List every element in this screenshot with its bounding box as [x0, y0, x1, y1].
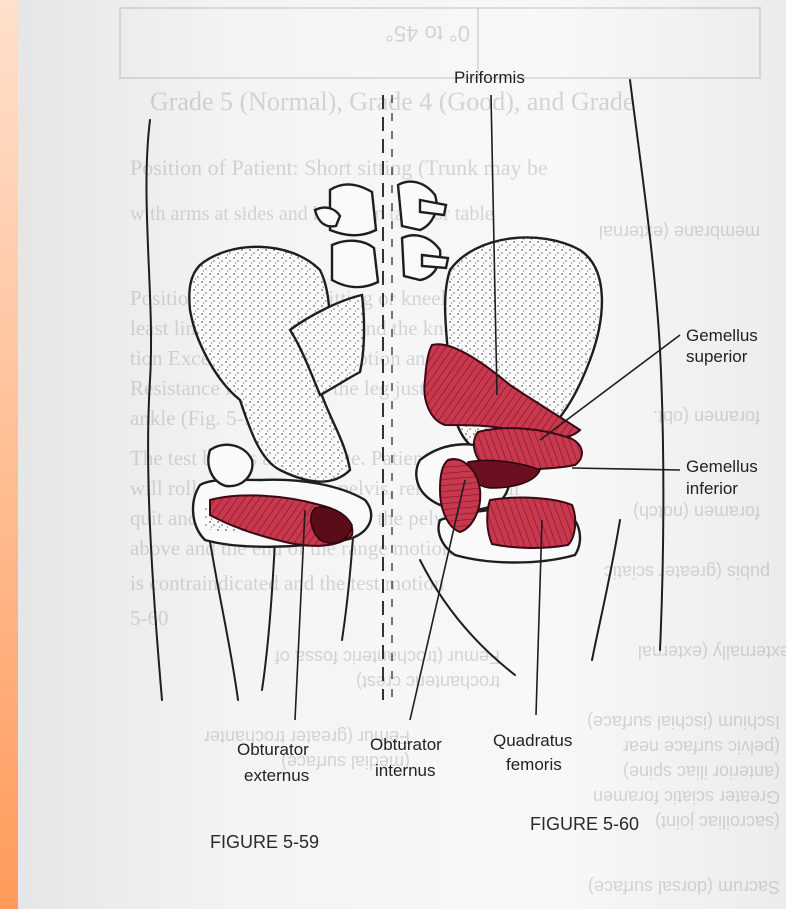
svg-text:is contraindicated and the tes: is contraindicated and the test motion	[130, 571, 445, 595]
label-obturator-externus-line1: Obturator	[237, 740, 309, 759]
label-obturator-externus-line2: externus	[244, 766, 309, 785]
svg-text:trochanteric crest): trochanteric crest)	[356, 672, 500, 692]
svg-text:(anterior iliac spine): (anterior iliac spine)	[623, 762, 780, 782]
svg-text:0° to 45°: 0° to 45°	[385, 21, 470, 46]
label-gemellus-inferior-line1: Gemellus	[686, 457, 758, 476]
label-gemellus-inferior-line2: inferior	[686, 479, 738, 498]
svg-text:(sacroiliac joint): (sacroiliac joint)	[655, 812, 780, 832]
svg-text:5-60: 5-60	[130, 606, 169, 630]
svg-text:pubis (greater sciatic: pubis (greater sciatic	[604, 562, 770, 582]
label-quadratus-femoris-line1: Quadratus	[493, 731, 572, 750]
label-obturator-internus-line2: internus	[375, 761, 435, 780]
svg-text:(pelvic surface near: (pelvic surface near	[623, 737, 780, 757]
svg-text:Greater sciatic foramen: Greater sciatic foramen	[593, 787, 780, 807]
svg-text:Position of Patient: Short sit: Position of Patient: Short sitting (Trun…	[130, 155, 548, 180]
quadratus-femoris-muscle	[487, 498, 575, 548]
svg-text:foramen (notch): foramen (notch)	[633, 502, 760, 522]
svg-text:membrane (external: membrane (external	[599, 222, 760, 242]
label-obturator-internus-line1: Obturator	[370, 735, 442, 754]
svg-text:foramen (obt.: foramen (obt.	[653, 407, 760, 427]
label-piriformis: Piriformis	[454, 68, 525, 87]
label-gemellus-superior-line2: superior	[686, 347, 748, 366]
svg-text:Femur (trochanteric fossa of: Femur (trochanteric fossa of	[274, 647, 500, 667]
caption-figure-5-59: FIGURE 5-59	[210, 832, 319, 852]
svg-text:Sacrum (dorsal surface): Sacrum (dorsal surface)	[588, 877, 780, 897]
caption-figure-5-60: FIGURE 5-60	[530, 814, 639, 834]
svg-text:Ischium (ischial surface): Ischium (ischial surface)	[587, 712, 780, 732]
label-quadratus-femoris-line2: femoris	[506, 755, 562, 774]
label-gemellus-superior-line1: Gemellus	[686, 326, 758, 345]
